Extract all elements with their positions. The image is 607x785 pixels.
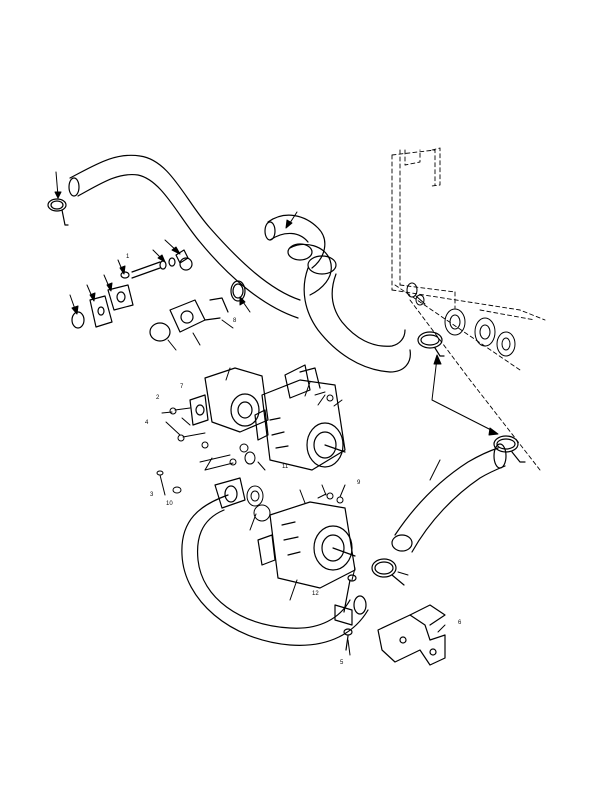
callout-4: 4 xyxy=(145,420,149,426)
flange-o-ring-mid xyxy=(149,297,229,342)
fitting-stack xyxy=(120,249,193,279)
lower-curved-pipe xyxy=(181,494,369,646)
vehicle-frame-phantom xyxy=(391,147,546,471)
callout-12: 12 xyxy=(312,591,319,597)
flange-block-left xyxy=(89,295,113,328)
callout-labels: 1 2 3 4 5 6 7 8 9 10 11 12 xyxy=(126,254,462,666)
strap-clamp xyxy=(334,574,357,651)
o-ring-left xyxy=(71,311,85,329)
callout-8: 8 xyxy=(233,318,237,324)
callout-6: 6 xyxy=(458,620,462,626)
hose-clamp-upper-right xyxy=(417,331,445,357)
callout-5: 5 xyxy=(340,660,344,666)
clamp-mid xyxy=(230,280,246,302)
gear-pump xyxy=(189,367,269,433)
hose-clamp-bottom-right xyxy=(371,558,405,586)
return-hose-right xyxy=(391,443,507,553)
upper-suction-hose xyxy=(68,154,301,319)
callout-1: 1 xyxy=(126,254,130,260)
adapter-flange xyxy=(107,284,134,311)
hose-clamp-lower-right xyxy=(493,435,526,463)
callout-7: 7 xyxy=(180,384,184,390)
frame-fittings xyxy=(406,282,516,357)
fasteners xyxy=(156,391,344,522)
callout-3: 3 xyxy=(150,492,154,498)
hydraulic-pump-upper xyxy=(254,364,346,471)
pipe-flange xyxy=(214,477,246,509)
mounting-bracket xyxy=(377,604,446,666)
leader-arrows xyxy=(54,171,499,656)
callout-2: 2 xyxy=(156,395,160,401)
hydraulic-pump-lower xyxy=(257,501,356,589)
hose-clamp-top-left xyxy=(47,198,69,226)
elbow-hose xyxy=(264,214,411,373)
callout-9: 9 xyxy=(357,480,361,486)
callout-11: 11 xyxy=(282,464,289,470)
callout-10: 10 xyxy=(166,501,173,507)
